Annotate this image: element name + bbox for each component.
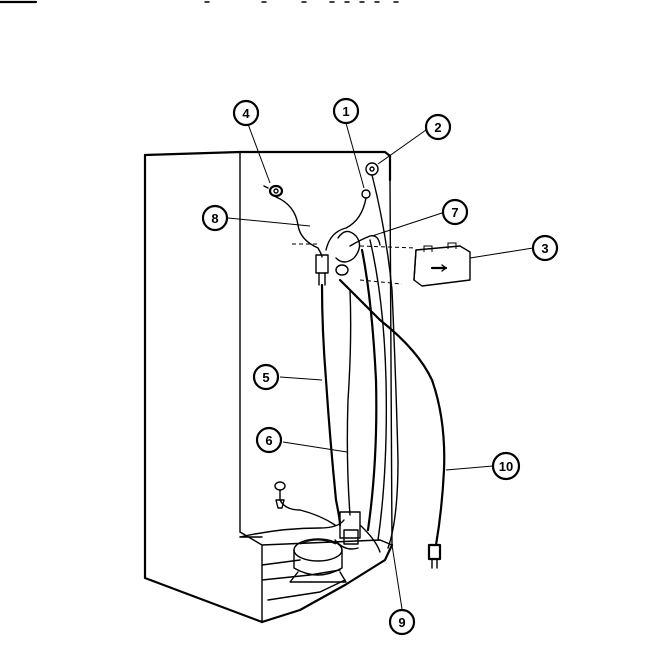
refrigerator-cabinet xyxy=(143,150,394,624)
harness-clip xyxy=(335,230,381,276)
callout-7: 7 xyxy=(441,198,469,226)
wire-lead-upper-left xyxy=(275,196,323,258)
callout-label-1: 1 xyxy=(342,104,349,119)
junction-box-leader-lines xyxy=(292,243,417,285)
grommet-center xyxy=(361,189,371,199)
callout-2: 2 xyxy=(424,113,452,141)
compressor xyxy=(289,538,347,583)
callout-4: 4 xyxy=(232,99,260,127)
wire-lead-upper-center xyxy=(325,197,367,251)
ground-wire xyxy=(359,524,381,553)
callout-label-8: 8 xyxy=(211,211,218,226)
callout-6: 6 xyxy=(255,426,283,454)
callout-5: 5 xyxy=(252,363,280,391)
callout-8: 8 xyxy=(201,204,229,232)
callout-label-9: 9 xyxy=(398,615,405,630)
grommet-upper-right xyxy=(365,162,379,176)
callout-label-3: 3 xyxy=(541,241,548,256)
callout-label-10: 10 xyxy=(499,459,513,474)
junction-box xyxy=(413,242,471,287)
callout-label-7: 7 xyxy=(451,205,458,220)
callout-1: 1 xyxy=(332,97,360,125)
callout-label-2: 2 xyxy=(434,120,441,135)
grommet-upper-left xyxy=(263,184,284,198)
vertical-harness xyxy=(320,239,388,541)
callout-3: 3 xyxy=(531,234,559,262)
callout-label-4: 4 xyxy=(242,106,250,121)
power-cord xyxy=(338,174,446,569)
harness-connector xyxy=(315,254,329,286)
base-lead xyxy=(239,519,345,538)
callout-10: 10 xyxy=(491,451,521,481)
callout-label-5: 5 xyxy=(262,370,269,385)
callout-9: 9 xyxy=(388,608,416,636)
drain-fitting xyxy=(274,481,336,526)
callout-label-6: 6 xyxy=(265,433,272,448)
callout-leaders xyxy=(227,122,534,610)
